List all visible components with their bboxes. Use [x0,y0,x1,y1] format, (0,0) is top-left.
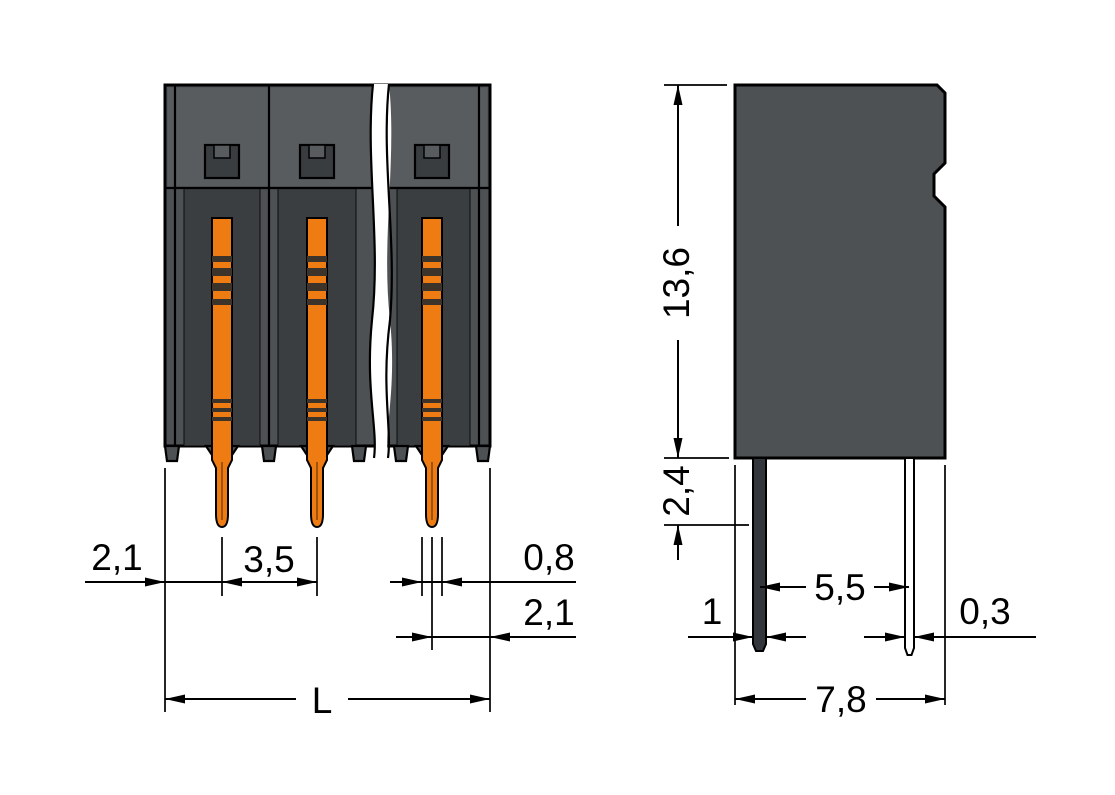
dim-label-left-margin: 2,1 [91,537,142,578]
front-dimensions: 2,1 3,5 0,8 2,1 L [85,468,576,721]
dim-label-pin-length: 2,4 [656,465,697,516]
solder-pin-left [752,457,767,652]
front-extension-lines [164,468,491,712]
dim-label-height: 13,6 [656,247,697,319]
front-arrowheads [145,577,510,704]
dim-label-pin-thickness: 0,3 [959,591,1010,632]
dim-label-pin-spacing: 5,5 [814,567,865,608]
side-housing-body [733,83,947,460]
dim-label-total-length: L [312,680,333,721]
side-dimensions: 13,6 2,4 1 5,5 0,3 7,8 [656,84,1036,720]
front-view: 2,1 3,5 0,8 2,1 L [85,83,576,721]
solder-pin-right [904,457,915,656]
latch-notch-2 [298,143,336,180]
dim-label-right-margin: 2,1 [523,592,574,633]
contact-pin-3 [421,217,443,528]
contact-pin-2 [306,217,328,528]
break-lines [368,83,393,459]
latch-notch-3 [413,143,451,180]
side-arrowheads [673,85,945,704]
side-view: 13,6 2,4 1 5,5 0,3 7,8 [656,83,1036,720]
dim-label-pitch: 3,5 [243,539,294,580]
front-dimension-lines [85,581,576,700]
side-extension-lines [664,84,946,705]
dim-label-side-pin-width: 1 [702,591,723,632]
dim-label-depth: 7,8 [815,679,866,720]
dim-label-pin-width: 0,8 [523,537,574,578]
housing-wall-lines [165,86,490,446]
contact-pin-1 [211,217,233,528]
latch-notch-1 [203,143,241,180]
